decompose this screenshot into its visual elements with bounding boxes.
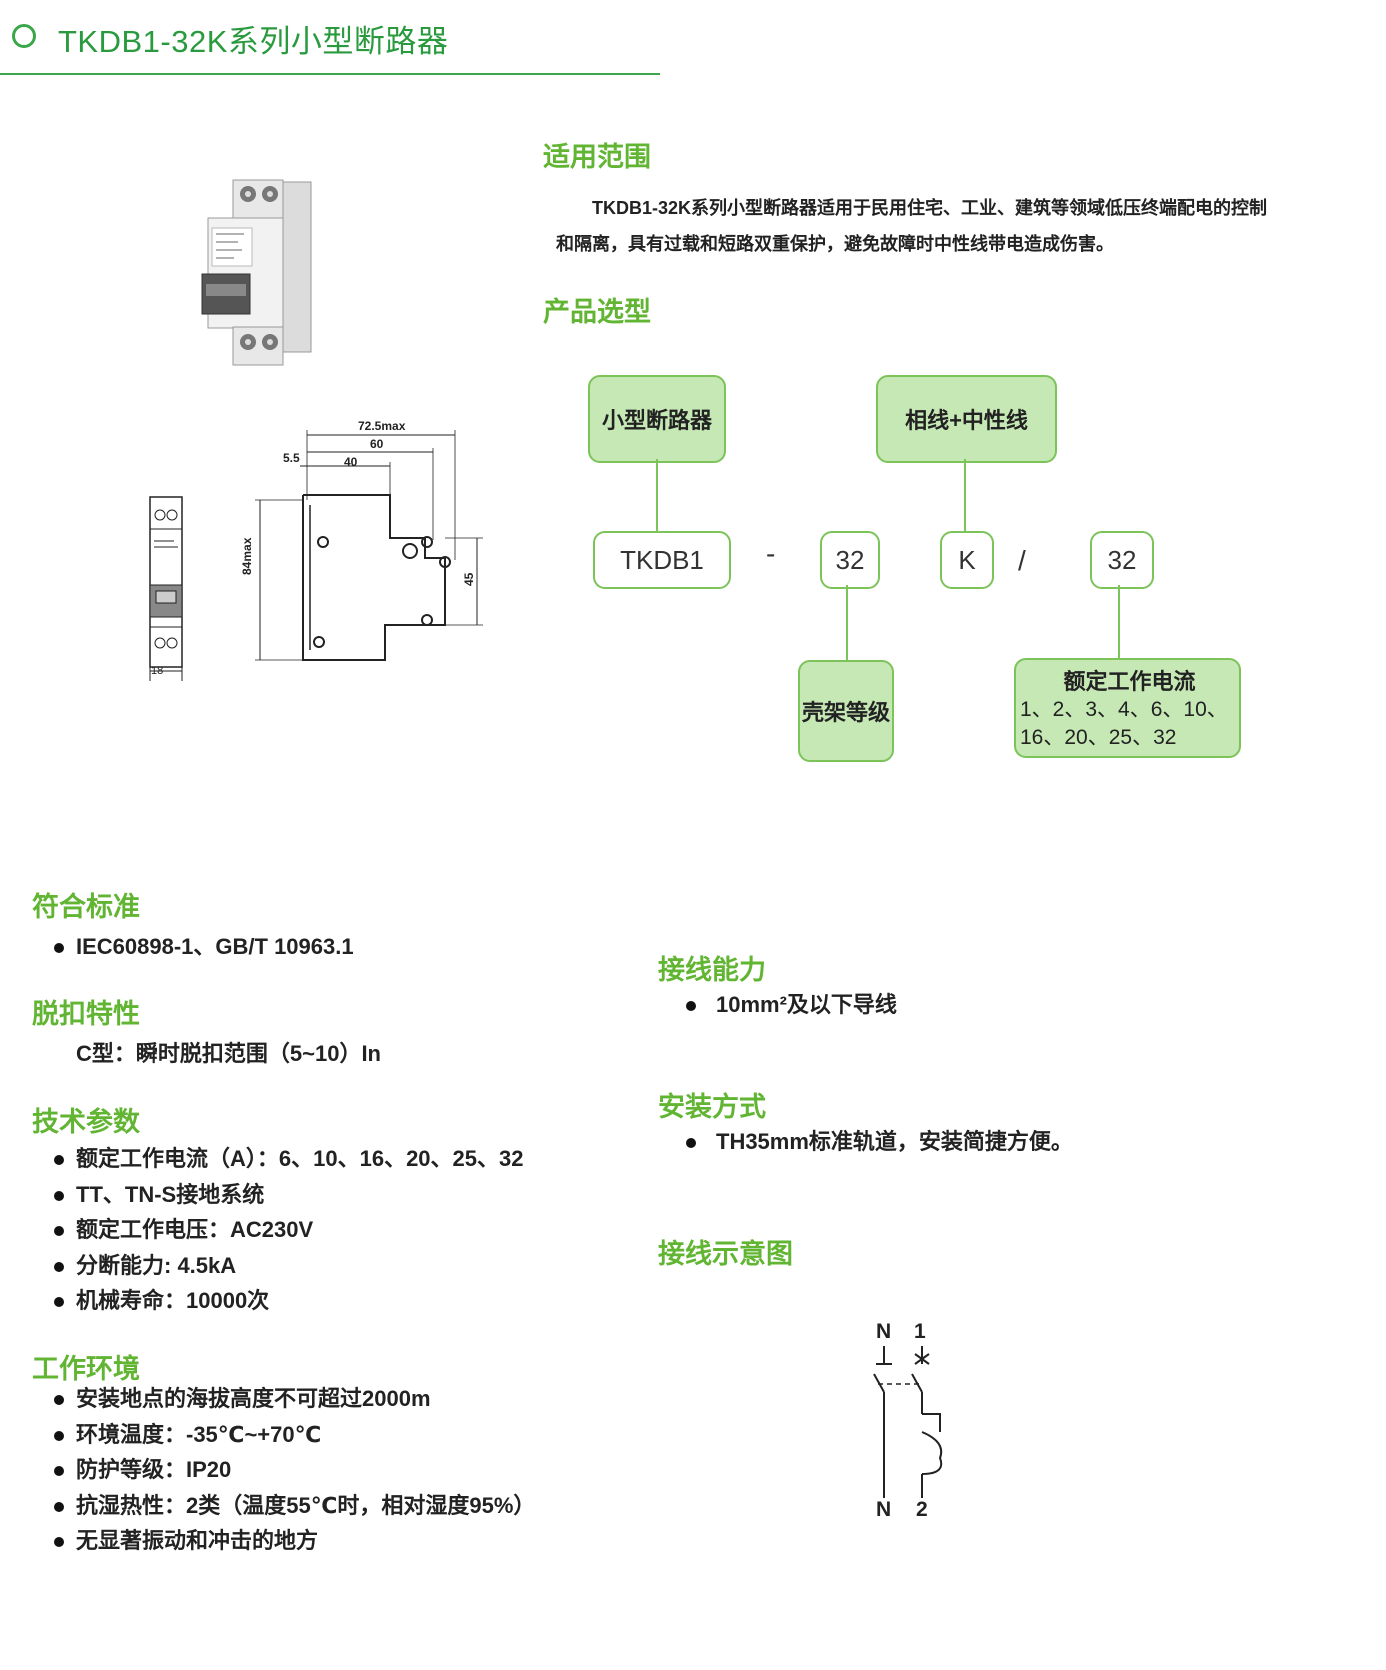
code-slash: / — [1018, 545, 1026, 576]
dim-5-5: 5.5 — [283, 451, 300, 465]
code-dash: - — [766, 538, 776, 569]
tripping-heading: 脱扣特性 — [32, 999, 140, 1029]
title-divider — [0, 73, 660, 75]
terminal-1: 1 — [914, 1320, 926, 1343]
dim-84: 84max — [240, 537, 254, 575]
code-frame-box: 32 — [820, 531, 880, 589]
tech-list: 额定工作电流（A）：6、10、16、20、25、32 TT、TN-S接地系统 额… — [52, 1141, 523, 1319]
page-title: TKDB1-32K系列小型断路器 — [58, 24, 449, 59]
application-heading: 适用范围 — [543, 142, 651, 172]
label-frame-box: 壳架等级 — [798, 660, 894, 762]
installation-list: TH35mm标准轨道，安装简捷方便。 — [684, 1124, 1073, 1160]
list-item: 安装地点的海拔高度不可超过2000m — [52, 1381, 535, 1417]
list-item: 机械寿命：10000次 — [52, 1283, 523, 1319]
breaker-photo — [201, 179, 312, 366]
side-view-drawing — [255, 430, 483, 661]
label-phase-box: 相线+中性线 — [876, 375, 1057, 463]
label-frame: 壳架等级 — [801, 700, 890, 725]
wiring-schematic — [873, 1346, 943, 1498]
selection-heading: 产品选型 — [543, 297, 651, 327]
dim-60: 60 — [370, 437, 384, 451]
dim-40: 40 — [344, 455, 358, 469]
connector-breaker — [656, 459, 658, 531]
code-model-box: TKDB1 — [593, 531, 731, 589]
standards-heading: 符合标准 — [32, 892, 140, 922]
code-k-box: K — [940, 531, 994, 589]
list-item: 分断能力: 4.5kA — [52, 1248, 523, 1284]
code-frame: 32 — [835, 544, 865, 575]
application-line-2: 和隔离，具有过载和短路双重保护，避免故障时中性线带电造成伤害。 — [556, 234, 1114, 254]
installation-heading: 安装方式 — [658, 1092, 766, 1122]
environment-heading: 工作环境 — [32, 1354, 140, 1384]
label-current-values-1: 1、2、3、4、6、10、 — [1020, 698, 1228, 721]
tech-heading: 技术参数 — [32, 1107, 140, 1137]
dim-45: 45 — [462, 572, 476, 586]
list-item: 10mm²及以下导线 — [684, 987, 897, 1023]
label-phase: 相线+中性线 — [905, 408, 1028, 433]
title-circle-icon — [12, 24, 36, 48]
tripping-text: C型：瞬时脱扣范围（5~10）In — [76, 1041, 381, 1066]
front-view-drawing — [149, 496, 183, 681]
dim-18: 18 — [151, 665, 164, 677]
standards-list: IEC60898-1、GB/T 10963.1 — [52, 929, 354, 965]
label-breaker-box: 小型断路器 — [588, 375, 726, 463]
code-k: K — [958, 544, 976, 575]
list-item: 无显著振动和冲击的地方 — [52, 1523, 535, 1559]
dim-72-5: 72.5max — [358, 419, 406, 433]
list-item: TT、TN-S接地系统 — [52, 1177, 523, 1213]
connector-current — [1118, 585, 1120, 658]
wiring-capacity-heading: 接线能力 — [658, 955, 766, 985]
terminal-n-bottom: N — [876, 1498, 892, 1521]
list-item: 抗湿热性：2类（温度55℃时，相对湿度95%） — [52, 1488, 535, 1524]
label-breaker: 小型断路器 — [601, 408, 712, 433]
list-item: IEC60898-1、GB/T 10963.1 — [52, 929, 354, 965]
list-item: TH35mm标准轨道，安装简捷方便。 — [684, 1124, 1073, 1160]
environment-list: 安装地点的海拔高度不可超过2000m 环境温度：-35℃~+70℃ 防护等级：I… — [52, 1381, 535, 1559]
wiring-capacity-list: 10mm²及以下导线 — [684, 987, 897, 1023]
list-item: 额定工作电流（A）：6、10、16、20、25、32 — [52, 1141, 523, 1177]
list-item: 额定工作电压：AC230V — [52, 1212, 523, 1248]
label-current-box: 额定工作电流 1、2、3、4、6、10、 16、20、25、32 — [1014, 658, 1241, 758]
code-current-box: 32 — [1090, 531, 1154, 589]
code-current: 32 — [1107, 544, 1137, 575]
label-current-title: 额定工作电流 — [1063, 669, 1196, 694]
application-line-1: TKDB1-32K系列小型断路器适用于民用住宅、工业、建筑等领域低压终端配电的控… — [592, 198, 1268, 218]
terminal-n-top: N — [876, 1320, 892, 1343]
code-model: TKDB1 — [620, 544, 704, 575]
connector-phase — [964, 459, 966, 531]
connector-frame — [846, 585, 848, 660]
terminal-2: 2 — [916, 1498, 928, 1521]
label-current-values-2: 16、20、25、32 — [1020, 726, 1177, 749]
list-item: 防护等级：IP20 — [52, 1452, 535, 1488]
wiring-diagram-heading: 接线示意图 — [658, 1239, 793, 1269]
list-item: 环境温度：-35℃~+70℃ — [52, 1417, 535, 1453]
